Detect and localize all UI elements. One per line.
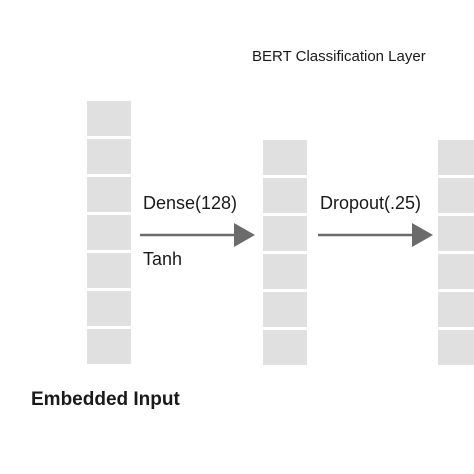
- dense-vector-cell: [263, 330, 307, 368]
- dropout-operation-label: Dropout(.25): [320, 193, 422, 213]
- input-vector-cell: [87, 101, 131, 139]
- embedded-input-vector: [87, 101, 131, 367]
- dropout-vector-cell: [438, 254, 474, 292]
- input-vector-cell: [87, 139, 131, 177]
- dropout-vector-cell: [438, 178, 474, 216]
- dense-layer-vector: [263, 140, 307, 368]
- dense-vector-cell: [263, 292, 307, 330]
- dense-operation-label: Dense(128): [143, 193, 238, 213]
- dropout-vector-cell: [438, 216, 474, 254]
- activation-label: Tanh: [143, 249, 183, 269]
- dropout-layer-vector: [438, 140, 474, 368]
- input-vector-cell: [87, 291, 131, 329]
- input-vector-cell: [87, 177, 131, 215]
- dropout-vector-cell: [438, 330, 474, 368]
- dense-arrow-icon: [140, 223, 255, 247]
- dense-vector-cell: [263, 178, 307, 216]
- input-vector-cell: [87, 329, 131, 367]
- dropout-arrow-icon: [318, 223, 433, 247]
- diagram-title: BERT Classification Layer: [252, 48, 426, 65]
- embedded-input-caption: Embedded Input: [31, 389, 180, 410]
- dropout-vector-cell: [438, 140, 474, 178]
- input-vector-cell: [87, 215, 131, 253]
- dropout-vector-cell: [438, 292, 474, 330]
- dense-vector-cell: [263, 140, 307, 178]
- input-vector-cell: [87, 253, 131, 291]
- dense-vector-cell: [263, 216, 307, 254]
- dense-vector-cell: [263, 254, 307, 292]
